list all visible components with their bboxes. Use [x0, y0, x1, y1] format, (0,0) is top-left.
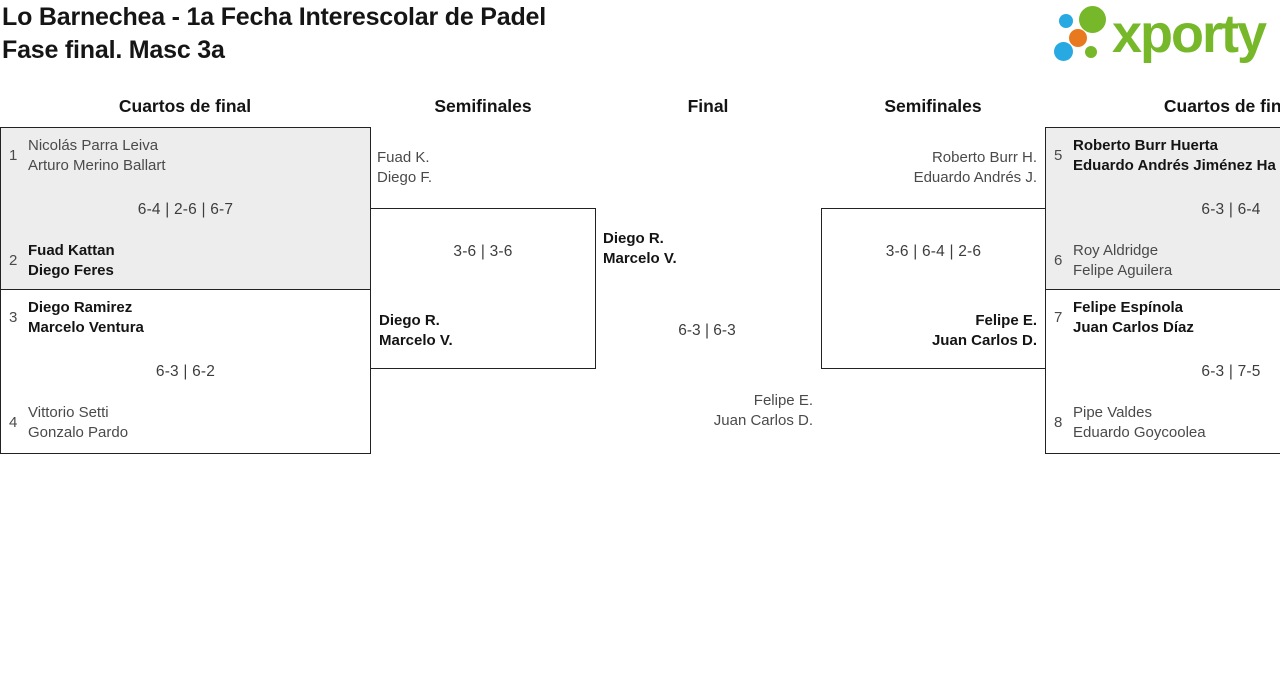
team-row: 4 Vittorio Setti Gonzalo Pardo	[9, 403, 128, 442]
player-name: Roberto Burr Huerta	[1073, 137, 1219, 154]
player-name: Felipe Aguilera	[1073, 261, 1173, 279]
player-name: Diego Feres	[28, 261, 114, 279]
match-score: 3-6 | 3-6	[453, 243, 513, 260]
player-name: Juan Carlos D.	[931, 331, 1037, 349]
player-name: Fuad Kattan	[28, 242, 115, 259]
team-names: Roy Aldridge Felipe Aguilera	[1073, 241, 1172, 280]
player-name: Roberto Burr H.	[931, 149, 1037, 166]
player-name: Nicolás Parra Leiva	[28, 137, 159, 154]
seed-number: 2	[9, 252, 18, 269]
player-name: Felipe Espínola	[1073, 299, 1184, 316]
seed-number: 5	[1054, 147, 1063, 164]
seed-number: 1	[9, 147, 18, 164]
player-name: Marcelo V.	[379, 331, 453, 349]
logo-dot-blue-large-icon	[1054, 42, 1073, 61]
player-name: Diego F.	[377, 168, 433, 186]
logo-wordmark: xporty	[1112, 4, 1267, 64]
team-row: 3 Diego Ramirez Marcelo Ventura	[9, 298, 144, 337]
match-score: 6-3 | 6-2	[155, 363, 216, 380]
sf1-top-team: Fuad K. Diego F.	[377, 148, 432, 187]
team-names-winner: Diego Ramirez Marcelo Ventura	[28, 298, 144, 337]
player-name: Arturo Merino Ballart	[28, 156, 166, 174]
player-name: Gonzalo Pardo	[28, 423, 129, 441]
seed-number: 6	[1054, 252, 1063, 269]
page-title: Lo Barnechea - 1a Fecha Interescolar de …	[2, 3, 547, 31]
match-box-qf4: 7 Felipe Espínola Juan Carlos Díaz 6-3 |…	[1045, 289, 1280, 454]
match-box-qf2: 3 Diego Ramirez Marcelo Ventura 6-3 | 6-…	[0, 289, 371, 454]
column-header-cuartos-left: Cuartos de final	[118, 96, 252, 116]
logo-dot-green-large-icon	[1079, 6, 1106, 33]
match-score: 6-3 | 6-4	[1201, 201, 1261, 218]
player-name: Diego R.	[379, 312, 440, 329]
final-score: 6-3 | 6-3	[678, 322, 736, 339]
final-top-team-winner: Diego R. Marcelo V.	[603, 229, 677, 268]
final-bottom-team: Felipe E. Juan Carlos D.	[613, 391, 813, 430]
player-name: Diego Ramirez	[28, 299, 133, 316]
player-name: Juan Carlos Díaz	[1073, 318, 1194, 336]
logo-dot-blue-small-icon	[1059, 14, 1073, 28]
team-names-winner: Felipe Espínola Juan Carlos Díaz	[1073, 298, 1194, 337]
player-name: Eduardo Andrés J.	[913, 168, 1037, 186]
logo-dot-green-small-icon	[1085, 46, 1097, 58]
player-name: Marcelo V.	[603, 249, 677, 267]
column-header-final: Final	[687, 96, 729, 116]
sf1-bottom-team-winner: Diego R. Marcelo V.	[379, 311, 453, 350]
player-name: Eduardo Goycoolea	[1073, 423, 1206, 441]
page-title-block: Lo Barnechea - 1a Fecha Interescolar de …	[2, 1, 546, 67]
team-row: 1 Nicolás Parra Leiva Arturo Merino Ball…	[9, 136, 166, 175]
team-names-winner: Roberto Burr Huerta Eduardo Andrés Jimén…	[1073, 136, 1276, 175]
sf2-top-team: Roberto Burr H. Eduardo Andrés J.	[822, 148, 1037, 187]
sf2-bottom-team-winner: Felipe E. Juan Carlos D.	[932, 311, 1037, 350]
column-header-semifinales-right: Semifinales	[884, 96, 982, 116]
player-name: Eduardo Andrés Jiménez Ha	[1073, 156, 1276, 174]
match-box-sf1: 3-6 | 3-6 Diego R. Marcelo V.	[370, 208, 596, 369]
logo-dot-orange-icon	[1069, 29, 1087, 47]
player-name: Felipe E.	[753, 392, 813, 409]
player-name: Juan Carlos D.	[713, 411, 813, 429]
team-row: 5 Roberto Burr Huerta Eduardo Andrés Jim…	[1054, 136, 1276, 175]
player-name: Roy Aldridge	[1073, 242, 1159, 259]
page-subtitle: Fase final. Masc 3a	[2, 36, 225, 64]
seed-number: 7	[1054, 309, 1063, 326]
player-name: Pipe Valdes	[1073, 404, 1152, 421]
player-name: Fuad K.	[377, 149, 430, 166]
player-name: Felipe E.	[975, 312, 1037, 329]
match-box-qf1: 1 Nicolás Parra Leiva Arturo Merino Ball…	[0, 127, 371, 290]
player-name: Marcelo Ventura	[28, 318, 144, 336]
seed-number: 8	[1054, 414, 1063, 431]
team-row: 6 Roy Aldridge Felipe Aguilera	[1054, 241, 1172, 280]
match-box-qf3: 5 Roberto Burr Huerta Eduardo Andrés Jim…	[1045, 127, 1280, 290]
player-name: Diego R.	[603, 230, 664, 247]
team-names: Nicolás Parra Leiva Arturo Merino Ballar…	[28, 136, 166, 175]
match-score: 3-6 | 6-4 | 2-6	[885, 243, 982, 260]
player-name: Vittorio Setti	[28, 404, 109, 421]
match-score: 6-3 | 7-5	[1201, 363, 1261, 380]
team-row: 8 Pipe Valdes Eduardo Goycoolea	[1054, 403, 1206, 442]
seed-number: 3	[9, 309, 18, 326]
match-box-sf2: 3-6 | 6-4 | 2-6 Felipe E. Juan Carlos D.	[821, 208, 1046, 369]
column-header-cuartos-right: Cuartos de final	[1163, 96, 1280, 116]
team-names: Vittorio Setti Gonzalo Pardo	[28, 403, 128, 442]
team-row: 2 Fuad Kattan Diego Feres	[9, 241, 115, 280]
team-row: 7 Felipe Espínola Juan Carlos Díaz	[1054, 298, 1194, 337]
match-score: 6-4 | 2-6 | 6-7	[137, 201, 234, 218]
team-names: Pipe Valdes Eduardo Goycoolea	[1073, 403, 1206, 442]
seed-number: 4	[9, 414, 18, 431]
column-header-semifinales-left: Semifinales	[434, 96, 532, 116]
team-names-winner: Fuad Kattan Diego Feres	[28, 241, 115, 280]
